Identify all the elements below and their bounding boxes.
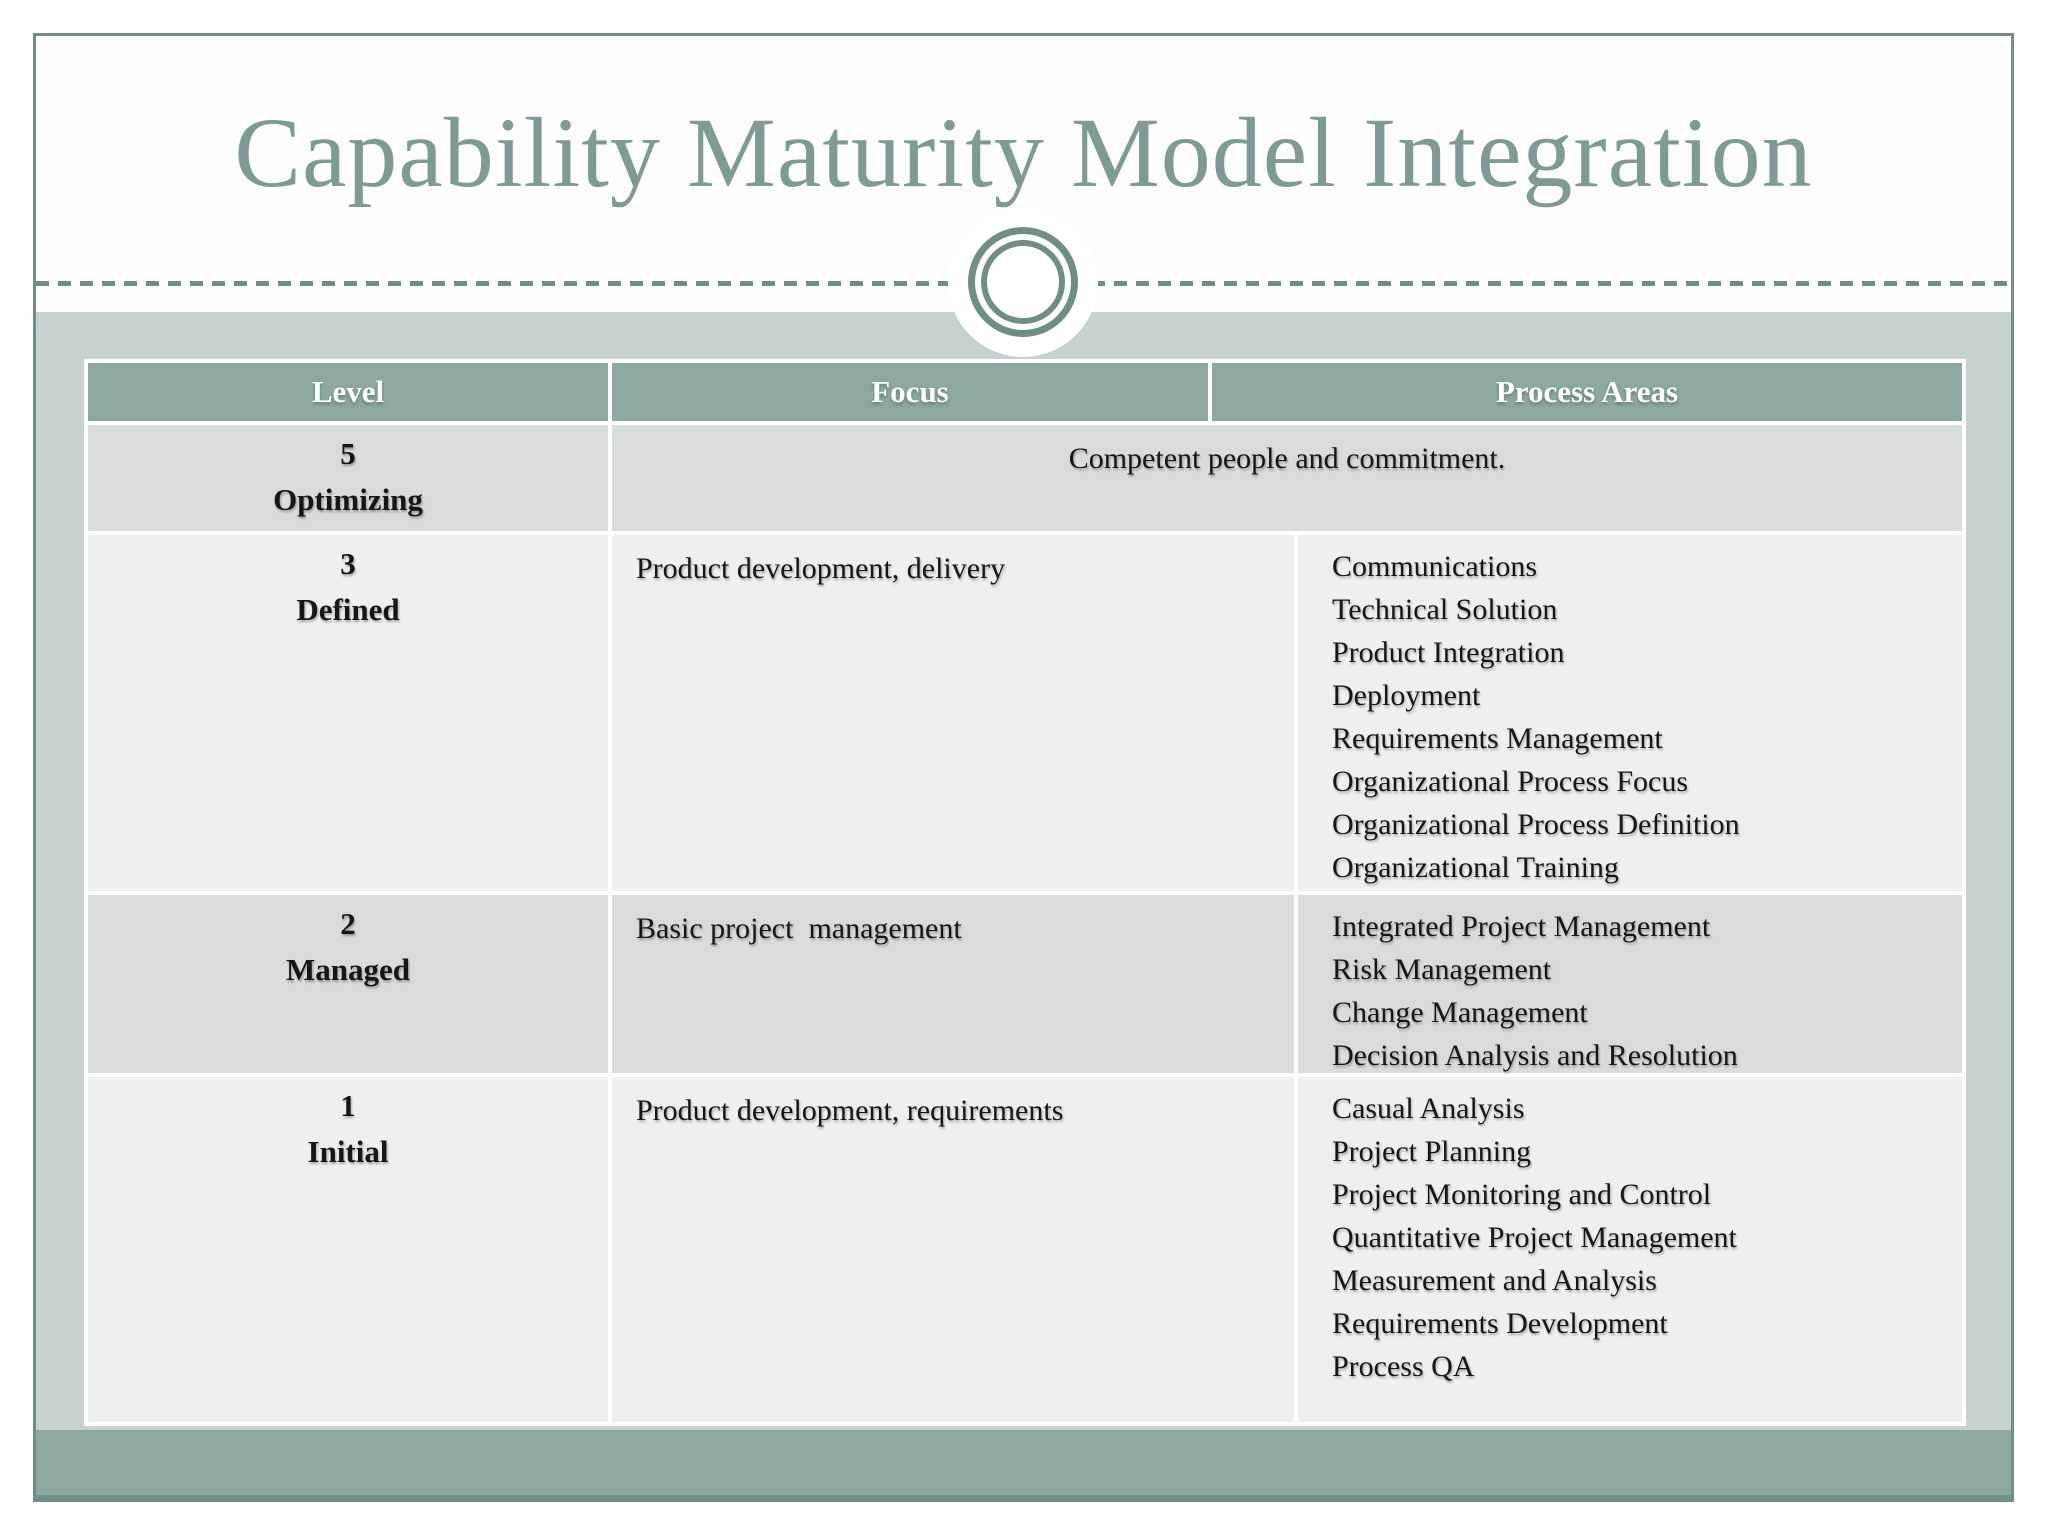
level-name: Defined bbox=[296, 592, 400, 627]
page-title: Capability Maturity Model Integration bbox=[234, 97, 1813, 208]
process-areas-cell: Integrated Project Management Risk Manag… bbox=[1298, 895, 1962, 1073]
focus-cell: Product development, requirements bbox=[612, 1077, 1294, 1422]
table-row-defined: 3 Defined Product development, delivery … bbox=[88, 535, 1962, 891]
merged-focus-process-cell: Competent people and commitment. bbox=[612, 425, 1962, 531]
level-cell: 2 Managed bbox=[88, 895, 608, 1073]
level-name: Optimizing bbox=[273, 482, 423, 517]
focus-cell: Product development, delivery bbox=[612, 535, 1294, 891]
level-cell: 5 Optimizing bbox=[88, 425, 608, 531]
level-cell: 3 Defined bbox=[88, 535, 608, 891]
level-cell: 1 Initial bbox=[88, 1077, 608, 1422]
level-number: 5 bbox=[340, 436, 356, 471]
level-number: 3 bbox=[340, 546, 356, 581]
circle-inner-ring-icon bbox=[981, 240, 1065, 324]
process-areas-cell: Communications Technical Solution Produc… bbox=[1298, 535, 1962, 891]
table-row-managed: 2 Managed Basic project management Integ… bbox=[88, 895, 1962, 1073]
level-name: Initial bbox=[307, 1134, 389, 1169]
footer-bar bbox=[36, 1430, 2011, 1499]
header-cell-process-areas: Process Areas bbox=[1212, 363, 1962, 421]
level-number: 2 bbox=[340, 906, 356, 941]
table-row-optimizing: 5 Optimizing Competent people and commit… bbox=[88, 425, 1962, 531]
cmmi-table: Level Focus Process Areas 5 Optimizing C… bbox=[84, 359, 1966, 1426]
level-name: Managed bbox=[286, 952, 410, 987]
process-areas-cell: Casual Analysis Project Planning Project… bbox=[1298, 1077, 1962, 1422]
circle-outer-ring-icon bbox=[968, 227, 1078, 337]
focus-cell: Basic project management bbox=[612, 895, 1294, 1073]
header-cell-focus: Focus bbox=[612, 363, 1208, 421]
circle-ornament bbox=[948, 207, 1098, 357]
table-row-initial: 1 Initial Product development, requireme… bbox=[88, 1077, 1962, 1422]
level-number: 1 bbox=[340, 1088, 356, 1123]
header-cell-level: Level bbox=[88, 363, 608, 421]
table-header-row: Level Focus Process Areas bbox=[88, 363, 1962, 421]
slide: Capability Maturity Model Integration Le… bbox=[33, 33, 2014, 1502]
